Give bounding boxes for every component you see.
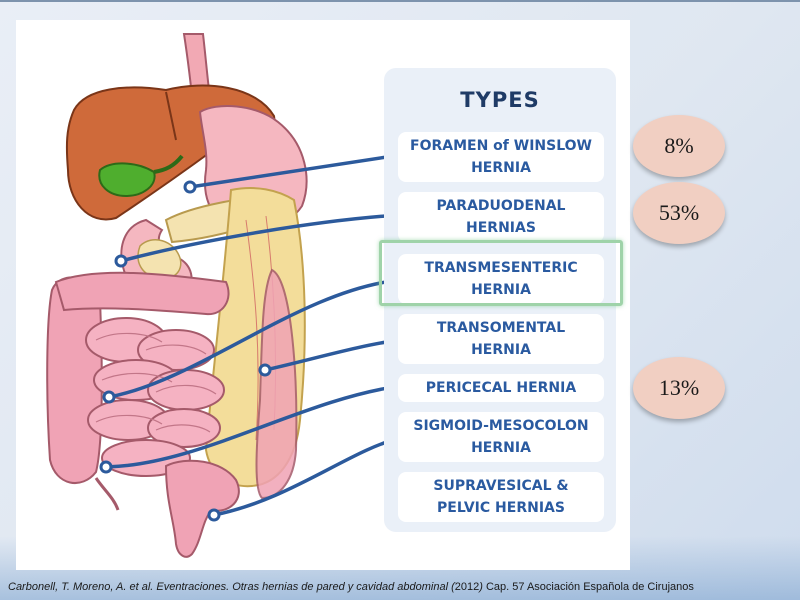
type-card-supravesical-pelvic[interactable]: SUPRAVESICAL & PELVIC HERNIAS bbox=[398, 472, 604, 522]
citation: Carbonell, T. Moreno, A. et al. Eventrac… bbox=[8, 581, 798, 593]
type-card-foramen-of-winslow[interactable]: FORAMEN of WINSLOW HERNIA bbox=[398, 132, 604, 182]
sigmoid-colon-shape bbox=[164, 459, 240, 558]
type-label: SIGMOID-MESOCOLON HERNIA bbox=[413, 418, 589, 456]
highlight-box-transmesenteric bbox=[379, 240, 623, 306]
type-label: FORAMEN of WINSLOW HERNIA bbox=[410, 138, 592, 176]
citation-year: 2012 bbox=[454, 581, 480, 593]
percent-badge-pericecal: 13% bbox=[633, 357, 725, 419]
percent-badge-foramen: 8% bbox=[633, 115, 725, 177]
transverse-colon-shape bbox=[54, 271, 230, 316]
type-label: TRANSOMENTAL HERNIA bbox=[436, 320, 566, 358]
gallbladder-shape bbox=[98, 162, 156, 198]
type-label: TRANSMESENTERIC HERNIA bbox=[424, 260, 578, 298]
types-title: TYPES bbox=[460, 88, 540, 112]
type-card-transomental[interactable]: TRANSOMENTAL HERNIA bbox=[398, 314, 604, 364]
small-intestine-shape bbox=[85, 317, 225, 477]
type-card-sigmoid-mesocolon[interactable]: SIGMOID-MESOCOLON HERNIA bbox=[398, 412, 604, 462]
type-label: PARADUODENAL HERNIAS bbox=[436, 198, 566, 236]
citation-rest: Cap. 57 Asociación Española de Cirujanos bbox=[482, 581, 694, 593]
type-label: SUPRAVESICAL & PELVIC HERNIAS bbox=[433, 478, 569, 516]
type-card-transmesenteric[interactable]: TRANSMESENTERIC HERNIA bbox=[398, 254, 604, 304]
type-card-paraduodenal[interactable]: PARADUODENAL HERNIAS bbox=[398, 192, 604, 242]
type-label: PERICECAL HERNIA bbox=[425, 380, 577, 396]
citation-italic: Carbonell, T. Moreno, A. et al. Eventrac… bbox=[8, 581, 455, 593]
percent-badge-paraduodenal: 53% bbox=[633, 182, 725, 244]
citation-italic-close: ) bbox=[479, 581, 483, 593]
type-card-pericecal[interactable]: PERICECAL HERNIA bbox=[398, 374, 604, 402]
appendix-shape bbox=[94, 477, 120, 511]
